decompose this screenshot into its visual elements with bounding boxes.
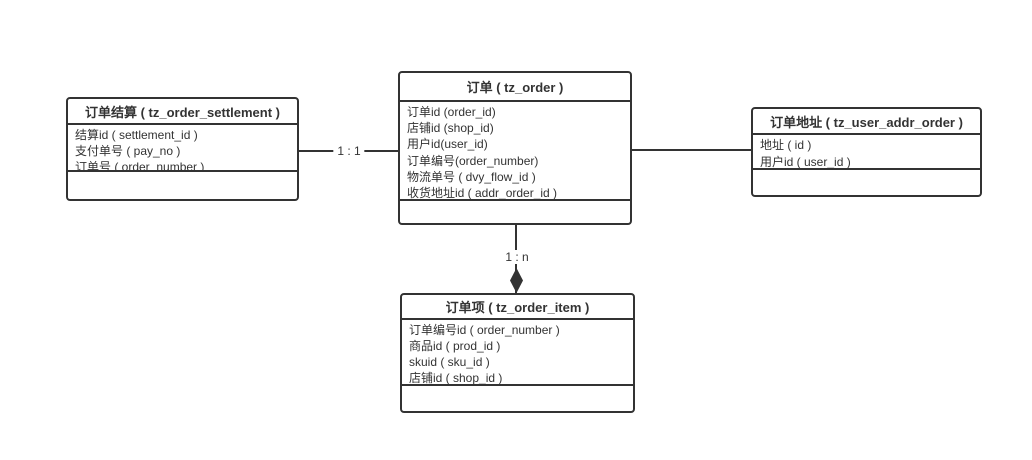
entity-order-title: 订单 ( tz_order ) [400, 73, 630, 102]
cardinality-label-1-1: 1 : 1 [333, 144, 365, 158]
entity-user-addr-order[interactable]: 订单地址 ( tz_user_addr_order ) 地址 ( id ) 用户… [751, 107, 982, 197]
entity-order-item-title: 订单项 ( tz_order_item ) [402, 295, 633, 320]
cardinality-label-1-n: 1 : n [501, 250, 533, 264]
field-row: skuid ( sku_id ) [409, 355, 490, 369]
field-row: 支付单号 ( pay_no ) [75, 144, 181, 158]
field-row: 订单编号id ( order_number ) [409, 323, 560, 337]
field-row: 店铺id ( shop_id ) [409, 371, 503, 385]
field-row: 订单号 ( order_number ) [75, 160, 205, 172]
field-row: 收货地址id ( addr_order_id ) [407, 186, 558, 201]
field-row: 订单id (order_id) [407, 105, 496, 119]
entity-order[interactable]: 订单 ( tz_order ) 订单id (order_id) 店铺id (sh… [398, 71, 632, 225]
field-row: 用户id(user_id) [407, 137, 488, 152]
entity-empty-section [402, 386, 633, 411]
entity-empty-section [753, 170, 980, 195]
connector-order-addr [632, 149, 751, 151]
entity-order-item[interactable]: 订单项 ( tz_order_item ) 订单编号id ( order_num… [400, 293, 635, 413]
entity-order-settlement-fields: 结算id ( settlement_id ) 支付单号 ( pay_no ) 订… [68, 125, 297, 172]
entity-order-settlement-title: 订单结算 ( tz_order_settlement ) [68, 99, 297, 125]
entity-user-addr-order-title: 订单地址 ( tz_user_addr_order ) [753, 109, 980, 135]
entity-order-item-fields: 订单编号id ( order_number ) 商品id ( prod_id )… [402, 320, 633, 386]
entity-empty-section [400, 201, 630, 223]
field-row: 商品id ( prod_id ) [409, 339, 501, 353]
field-row: 店铺id (shop_id) [407, 121, 494, 136]
field-row: 用户id ( user_id ) [760, 154, 851, 169]
entity-order-fields: 订单id (order_id) 店铺id (shop_id) 用户id(user… [400, 102, 630, 201]
entity-empty-section [68, 172, 297, 199]
field-row: 订单编号(order_number) [407, 153, 539, 168]
field-row: 物流单号 ( dvy_flow_id ) [407, 169, 536, 184]
entity-order-settlement[interactable]: 订单结算 ( tz_order_settlement ) 结算id ( sett… [66, 97, 299, 201]
field-row: 结算id ( settlement_id ) [75, 128, 198, 142]
field-row: 地址 ( id ) [760, 138, 812, 152]
entity-user-addr-order-fields: 地址 ( id ) 用户id ( user_id ) [753, 135, 980, 170]
composition-diamond-icon [510, 268, 523, 293]
